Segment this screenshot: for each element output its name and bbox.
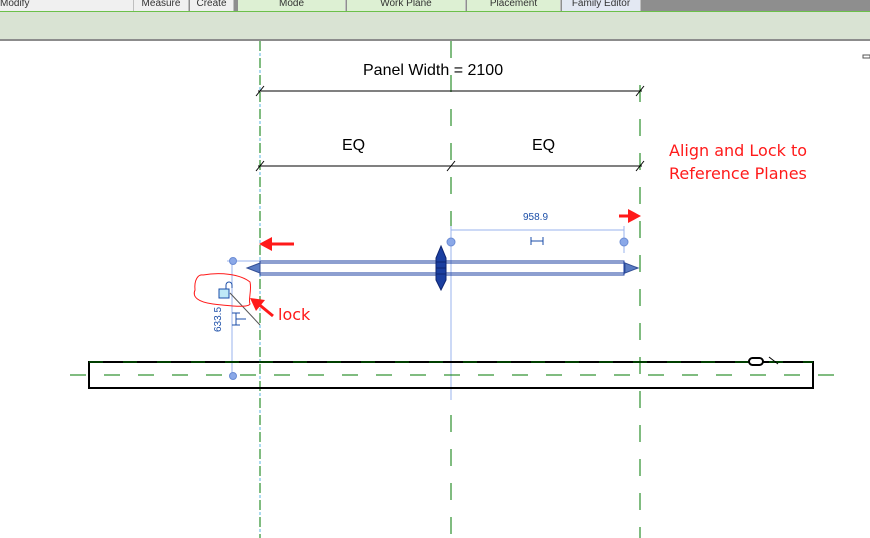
options-bar xyxy=(0,12,870,39)
base-wall-element[interactable] xyxy=(88,361,814,389)
lock-icon[interactable] xyxy=(218,281,233,299)
dimension-label-panel-width[interactable]: Panel Width = 2100 xyxy=(363,62,504,79)
dimension-label-eq-right[interactable]: EQ xyxy=(532,137,556,154)
dimension-panel-width[interactable] xyxy=(255,85,645,97)
red-arrow-right xyxy=(619,209,641,223)
red-arrow-lock xyxy=(250,298,274,318)
drawing-graphics xyxy=(70,41,870,538)
dimension-eq[interactable] xyxy=(255,160,645,172)
ribbon-panel-modify[interactable]: Modify xyxy=(0,0,134,11)
temporary-dimension-offset[interactable] xyxy=(227,257,262,380)
ribbon-panel-mode[interactable]: Mode xyxy=(238,0,346,11)
ribbon-panel-family-editor[interactable]: Family Editor xyxy=(562,0,641,11)
drawing-canvas[interactable]: Panel Width = 2100 EQ EQ 958.9 633.5 Ali… xyxy=(0,41,870,538)
ribbon-divider xyxy=(0,39,870,41)
annotation-line-1: Align and Lock to xyxy=(669,141,808,160)
red-arrow-left xyxy=(259,237,294,251)
dimension-label-eq-left[interactable]: EQ xyxy=(342,137,366,154)
wall-end-marker-icon xyxy=(748,356,779,366)
temporary-dimension-width[interactable] xyxy=(446,226,629,400)
annotation-lock-label: lock xyxy=(278,305,311,324)
temp-dimension-value-offset[interactable]: 633.5 xyxy=(213,306,224,332)
ribbon-panel-measure[interactable]: Measure xyxy=(134,0,189,11)
annotation-align-lock: Align and Lock to Reference Planes xyxy=(669,139,807,185)
ribbon-panel-placement[interactable]: Placement xyxy=(467,0,561,11)
temp-dimension-value-width[interactable]: 958.9 xyxy=(523,212,549,223)
ribbon-panel-titles: Modify Measure Create Mode Work Plane Pl… xyxy=(0,0,870,11)
red-lock-highlight-circle xyxy=(193,273,252,307)
flip-arrows-icon[interactable] xyxy=(435,244,447,292)
ribbon-accent-line xyxy=(0,11,870,12)
view-control-icon[interactable] xyxy=(862,54,870,59)
ribbon-panel-create[interactable]: Create xyxy=(190,0,234,11)
annotation-line-2: Reference Planes xyxy=(669,164,807,183)
ribbon-panel-work-plane[interactable]: Work Plane xyxy=(347,0,466,11)
